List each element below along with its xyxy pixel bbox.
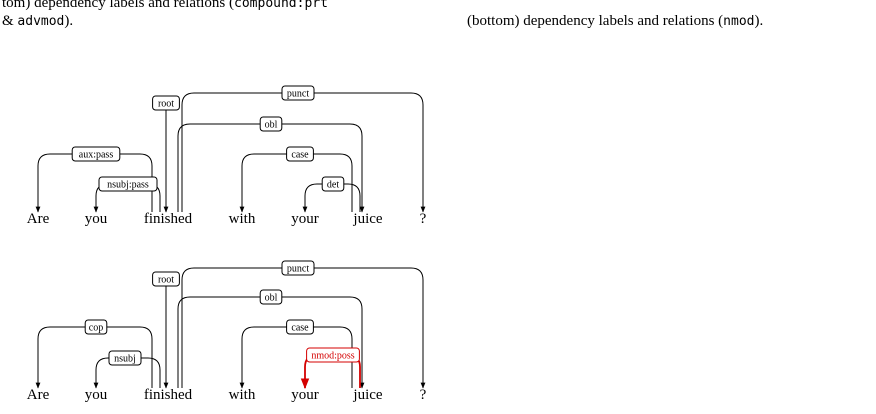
word-your: your <box>291 211 319 227</box>
arc-obl-label-box <box>259 289 283 305</box>
caption-left-code-1: compound:prt <box>234 0 328 11</box>
word-finished: finished <box>144 211 193 227</box>
caption-left-line-1: tom) dependency labels and relations (co… <box>2 0 328 13</box>
caption-left-text-1: tom) dependency labels and relations ( <box>2 0 235 11</box>
arc-aux-pass-label: aux:pass <box>79 150 114 161</box>
arc-punct-label: punct <box>287 264 309 275</box>
arc-obl-label-box <box>259 116 283 132</box>
arc-root-label: root <box>158 275 174 286</box>
word-with: with <box>229 387 256 403</box>
word-question-mark: ? <box>420 387 427 403</box>
arc-nsubj-label: nsubj <box>114 354 136 365</box>
arc-aux-pass-label-box <box>71 146 121 162</box>
word-you: you <box>85 211 108 227</box>
caption-right-line-1: (bottom) dependency labels and relations… <box>467 12 763 31</box>
arc-case-label: case <box>291 150 309 161</box>
word-finished: finished <box>144 387 193 403</box>
word-question-mark: ? <box>420 211 427 227</box>
arc-det-label-box <box>321 176 345 192</box>
caption-right-code-1: nmod <box>723 14 755 29</box>
caption-right-end: ). <box>754 13 764 29</box>
caption-left-end: ). <box>64 13 74 29</box>
arc-nsubj-label-box <box>108 350 142 366</box>
arc-cop-label: cop <box>89 323 103 334</box>
caption-left-amp: & <box>2 13 18 29</box>
arc-nsubj-pass-label-box <box>98 176 158 192</box>
word-your: your <box>291 387 319 403</box>
arc-case-label-box <box>286 146 314 162</box>
arc-obl-line <box>177 123 365 213</box>
word-you: you <box>85 387 108 403</box>
dependency-tree-top: Are you finished with your juice? root punct obl… <box>27 85 427 227</box>
word-are: Are <box>27 211 50 227</box>
word-juice: juice <box>352 211 382 227</box>
arc-det-label: det <box>327 180 339 191</box>
arc-root-label-box <box>152 271 180 287</box>
arc-punct-label-box <box>281 85 315 101</box>
arc-case-label-box <box>286 319 314 335</box>
arc-case-label: case <box>291 323 309 334</box>
caption-left-line-2: & advmod). <box>2 12 73 31</box>
dependency-tree-bottom: Are you finished with your juice? root punct obl… <box>27 260 427 403</box>
arc-obl-line <box>177 296 365 389</box>
arc-root-label-box <box>152 95 180 111</box>
word-with: with <box>229 211 256 227</box>
word-are: Are <box>27 387 50 403</box>
caption-left-code-2: advmod <box>17 14 65 29</box>
arc-cop-label-box <box>84 319 108 335</box>
word-juice: juice <box>352 387 382 403</box>
arc-punct-label-box <box>281 260 315 276</box>
arc-nmod-poss-label: nmod:poss <box>311 351 354 362</box>
arc-nsubj-pass-label: nsubj:pass <box>107 180 149 191</box>
arc-root-label: root <box>158 99 174 110</box>
arc-nmod-poss-label-box <box>306 347 360 363</box>
arc-punct-label: punct <box>287 89 309 100</box>
arc-obl-label: obl <box>265 293 278 304</box>
caption-right-text-1: (bottom) dependency labels and relations… <box>467 13 724 29</box>
arc-obl-label: obl <box>265 120 278 131</box>
